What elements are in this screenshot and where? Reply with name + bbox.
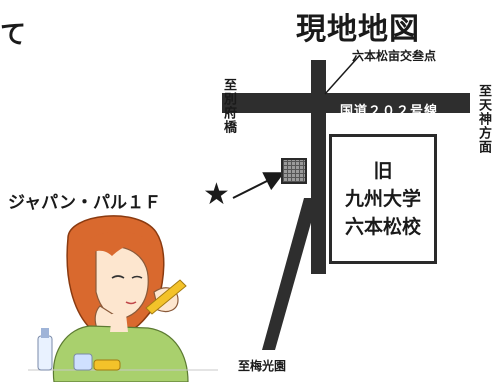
road-route-202 xyxy=(222,93,470,113)
destination-bottom-label: 至梅光園 xyxy=(238,359,287,373)
star-marker-icon: ★ xyxy=(203,177,230,212)
building-grid-icon xyxy=(281,158,307,184)
road-main-label: 国道２０２号線 xyxy=(340,104,439,119)
road-diagonal xyxy=(262,198,318,350)
intersection-label: 六本松亩交叁点 xyxy=(352,49,437,63)
former-university-building: 旧 九州大学 六本松校 xyxy=(329,134,437,264)
shop-pointer-arrow xyxy=(232,172,285,199)
intersection-leader-line xyxy=(324,54,361,95)
destination-left-label: 至別府橋 xyxy=(221,78,236,134)
map-title: 現地地図 xyxy=(296,12,420,47)
shop-label: ジャパン・パル１Ｆ xyxy=(8,193,161,213)
woman-illustration-icon xyxy=(28,215,218,382)
road-vertical xyxy=(311,60,326,274)
corner-text-fragment: て xyxy=(0,20,27,50)
building-line-3: 六本松校 xyxy=(344,216,421,238)
destination-right-label: 至天神方面 xyxy=(476,84,491,154)
building-line-1: 旧 xyxy=(373,160,393,182)
building-line-2: 九州大学 xyxy=(344,188,421,210)
